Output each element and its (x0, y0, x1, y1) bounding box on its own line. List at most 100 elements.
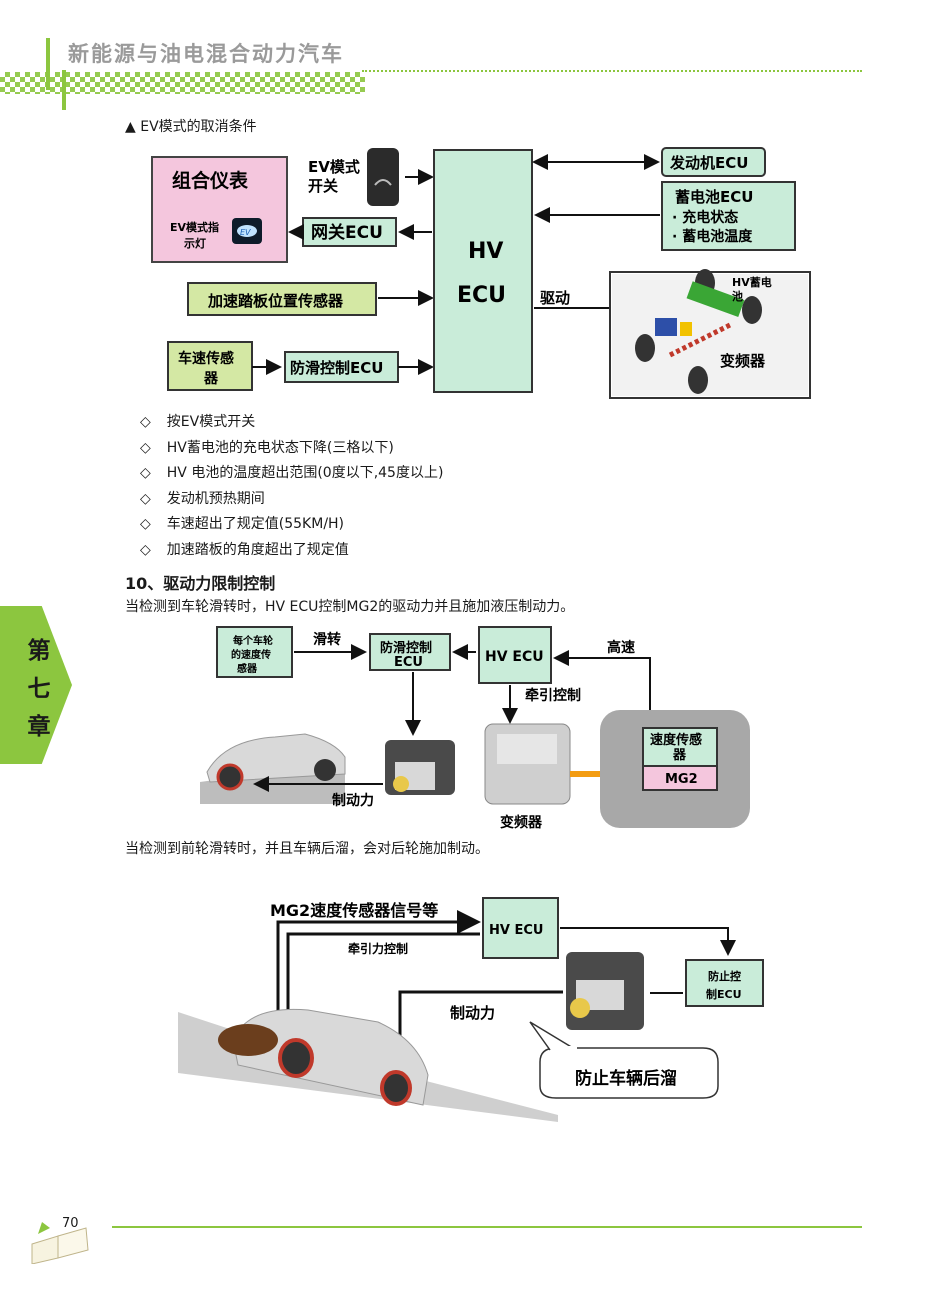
ev-icon-text: EV (240, 228, 251, 237)
slip-label: 滑转 (313, 631, 341, 648)
section-title: 10、驱动力限制控制 (125, 574, 276, 593)
ev-indicator-label-1: EV模式指 (170, 220, 219, 234)
bullet-icon: ◇ (140, 516, 151, 532)
bullet-icon: ◇ (140, 414, 151, 430)
mg2-label: MG2 (665, 772, 698, 787)
condition-text: 车速超出了规定值(55KM/H) (166, 516, 345, 532)
hv-battery-label-1: HV蓄电 (732, 275, 772, 289)
gateway-ecu-box (302, 217, 397, 247)
battery-item-1: · 充电状态 (672, 209, 738, 226)
wheel-icon (380, 1070, 412, 1106)
battery-ecu-box (661, 181, 796, 251)
header-checker-pattern (0, 72, 365, 94)
header-title: 新能源与油电混合动力汽车 (68, 42, 344, 66)
hv-ecu-label: HV ECU (485, 649, 544, 665)
ev-switch-label-2: 开关 (308, 177, 338, 195)
battery-ecu-label: 蓄电池ECU (675, 188, 753, 206)
inverter-label: 变频器 (500, 814, 543, 831)
wheel-icon (314, 759, 336, 781)
antislip-ecu-label-2: 制ECU (706, 987, 742, 1001)
antislip-ecu-box (369, 633, 451, 671)
inverter-label: 变频器 (720, 352, 766, 370)
condition-text: 按EV模式开关 (166, 414, 256, 430)
ev-indicator-label-2: 示灯 (183, 236, 206, 250)
chapter-tab-text: 第 七 章 (24, 632, 54, 746)
engine-ecu-box (661, 147, 766, 177)
wheel-icon (635, 334, 655, 362)
condition-text: HV 电池的温度超出范围(0度以下,45度以上) (166, 465, 444, 481)
wheel-icon (216, 763, 244, 791)
figure1-diagram: 组合仪表 EV模式指 示灯 EV EV模式 开关 网关ECU 加速踏板位置传感器… (151, 147, 811, 399)
ev-switch-label-1: EV模式 (308, 158, 360, 176)
hv-ecu-box (478, 626, 552, 684)
rollback-label: 防止车辆后溜 (575, 1068, 677, 1089)
speed-sensor-label-2: 器 (203, 371, 219, 387)
accel-sensor-box (187, 282, 377, 316)
hv-ecu-box (433, 149, 533, 393)
hv-ecu-box (482, 897, 559, 959)
speed-sensor-label-1: 速度传感 (650, 732, 702, 748)
combo-meter-box (151, 156, 288, 263)
mg2-box (642, 765, 718, 791)
chapter-char: 章 (27, 714, 51, 740)
chapter-char: 七 (27, 676, 51, 702)
traction-label: 牵引控制 (525, 687, 581, 704)
car-image (232, 1008, 429, 1106)
battery-item-2: · 蓄电池温度 (672, 228, 753, 245)
section-paragraph-2: 当检测到前轮滑转时，并且车辆后溜，会对后轮施加制动。 (125, 841, 489, 857)
hv-battery-label-2: 池 (732, 289, 743, 303)
page-number: 70 (62, 1216, 79, 1231)
figure1-caption: ▲ EV模式的取消条件 (125, 119, 257, 135)
speed-sensor-label-1: 车速传感 (178, 350, 234, 367)
condition-text: HV蓄电池的充电状态下降(三格以下) (166, 439, 394, 456)
bullet-icon: ◇ (140, 490, 151, 507)
hv-battery-shape (686, 281, 745, 318)
traction-label: 牵引力控制 (348, 941, 408, 956)
high-speed-label: 高速 (607, 639, 635, 656)
mg2-signal-label: MG2速度传感器信号等 (270, 901, 438, 920)
condition-text: 加速踏板的角度超出了规定值 (166, 541, 349, 558)
drive-label: 驱动 (540, 289, 570, 307)
wheel-speed-label-3: 感器 (237, 662, 258, 675)
antislip-ecu-box (685, 959, 764, 1007)
speed-sensor-box (167, 341, 253, 391)
wheel-speed-label-2: 的速度传 (231, 648, 271, 661)
speed-sensor-box (642, 727, 718, 767)
braking-force-label: 制动力 (332, 792, 374, 809)
wheel-icon (278, 1038, 314, 1078)
antislip-ecu-label-1: 防滑控制 (380, 640, 432, 656)
list-item: ◇ 按EV模式开关 (140, 410, 443, 436)
antislip-ecu-box (284, 351, 399, 383)
wheel-icon (688, 366, 708, 394)
engine-shape (655, 318, 677, 336)
hv-ecu-label-2: ECU (457, 283, 506, 308)
figure2-diagram: 每个车轮 的速度传 感器 滑转 防滑控制 ECU HV ECU 高速 牵引控制 … (200, 626, 750, 831)
header-dotted-line (362, 70, 862, 72)
chapter-char: 第 (27, 638, 51, 664)
bullet-icon: ◇ (140, 465, 151, 481)
engine-ecu-label: 发动机ECU (669, 154, 748, 172)
wheel-speed-sensor-box (216, 626, 293, 678)
book-icon (31, 1222, 89, 1264)
ev-switch-icon (367, 148, 399, 206)
list-item: ◇ 车速超出了规定值(55KM/H) (140, 512, 443, 538)
footer-line (112, 1226, 862, 1228)
wheel-speed-label-1: 每个车轮 (233, 634, 273, 647)
antislip-ecu-label-2: ECU (394, 655, 423, 670)
list-item: ◇ 发动机预热期间 (140, 487, 443, 513)
condition-text: 发动机预热期间 (166, 490, 265, 507)
motor-shape (680, 322, 692, 336)
speed-sensor-label-2: 器 (672, 748, 687, 763)
ev-icon-cloud (237, 225, 257, 237)
header-accent-bar (46, 38, 50, 90)
hv-ecu-label: HV ECU (489, 923, 543, 938)
list-item: ◇ 加速踏板的角度超出了规定值 (140, 538, 443, 564)
mud-shape (218, 1024, 278, 1056)
wheel-icon (742, 296, 762, 324)
braking-force-label: 制动力 (450, 1004, 495, 1022)
accel-sensor-label: 加速踏板位置传感器 (207, 292, 344, 310)
bullet-icon: ◇ (140, 541, 151, 558)
combo-meter-label: 组合仪表 (172, 169, 249, 192)
figure3-diagram: MG2速度传感器信号等 HV ECU 牵引力控制 防止控 制ECU 制动力 防止… (178, 897, 764, 1122)
hv-ecu-label-1: HV (468, 239, 503, 264)
